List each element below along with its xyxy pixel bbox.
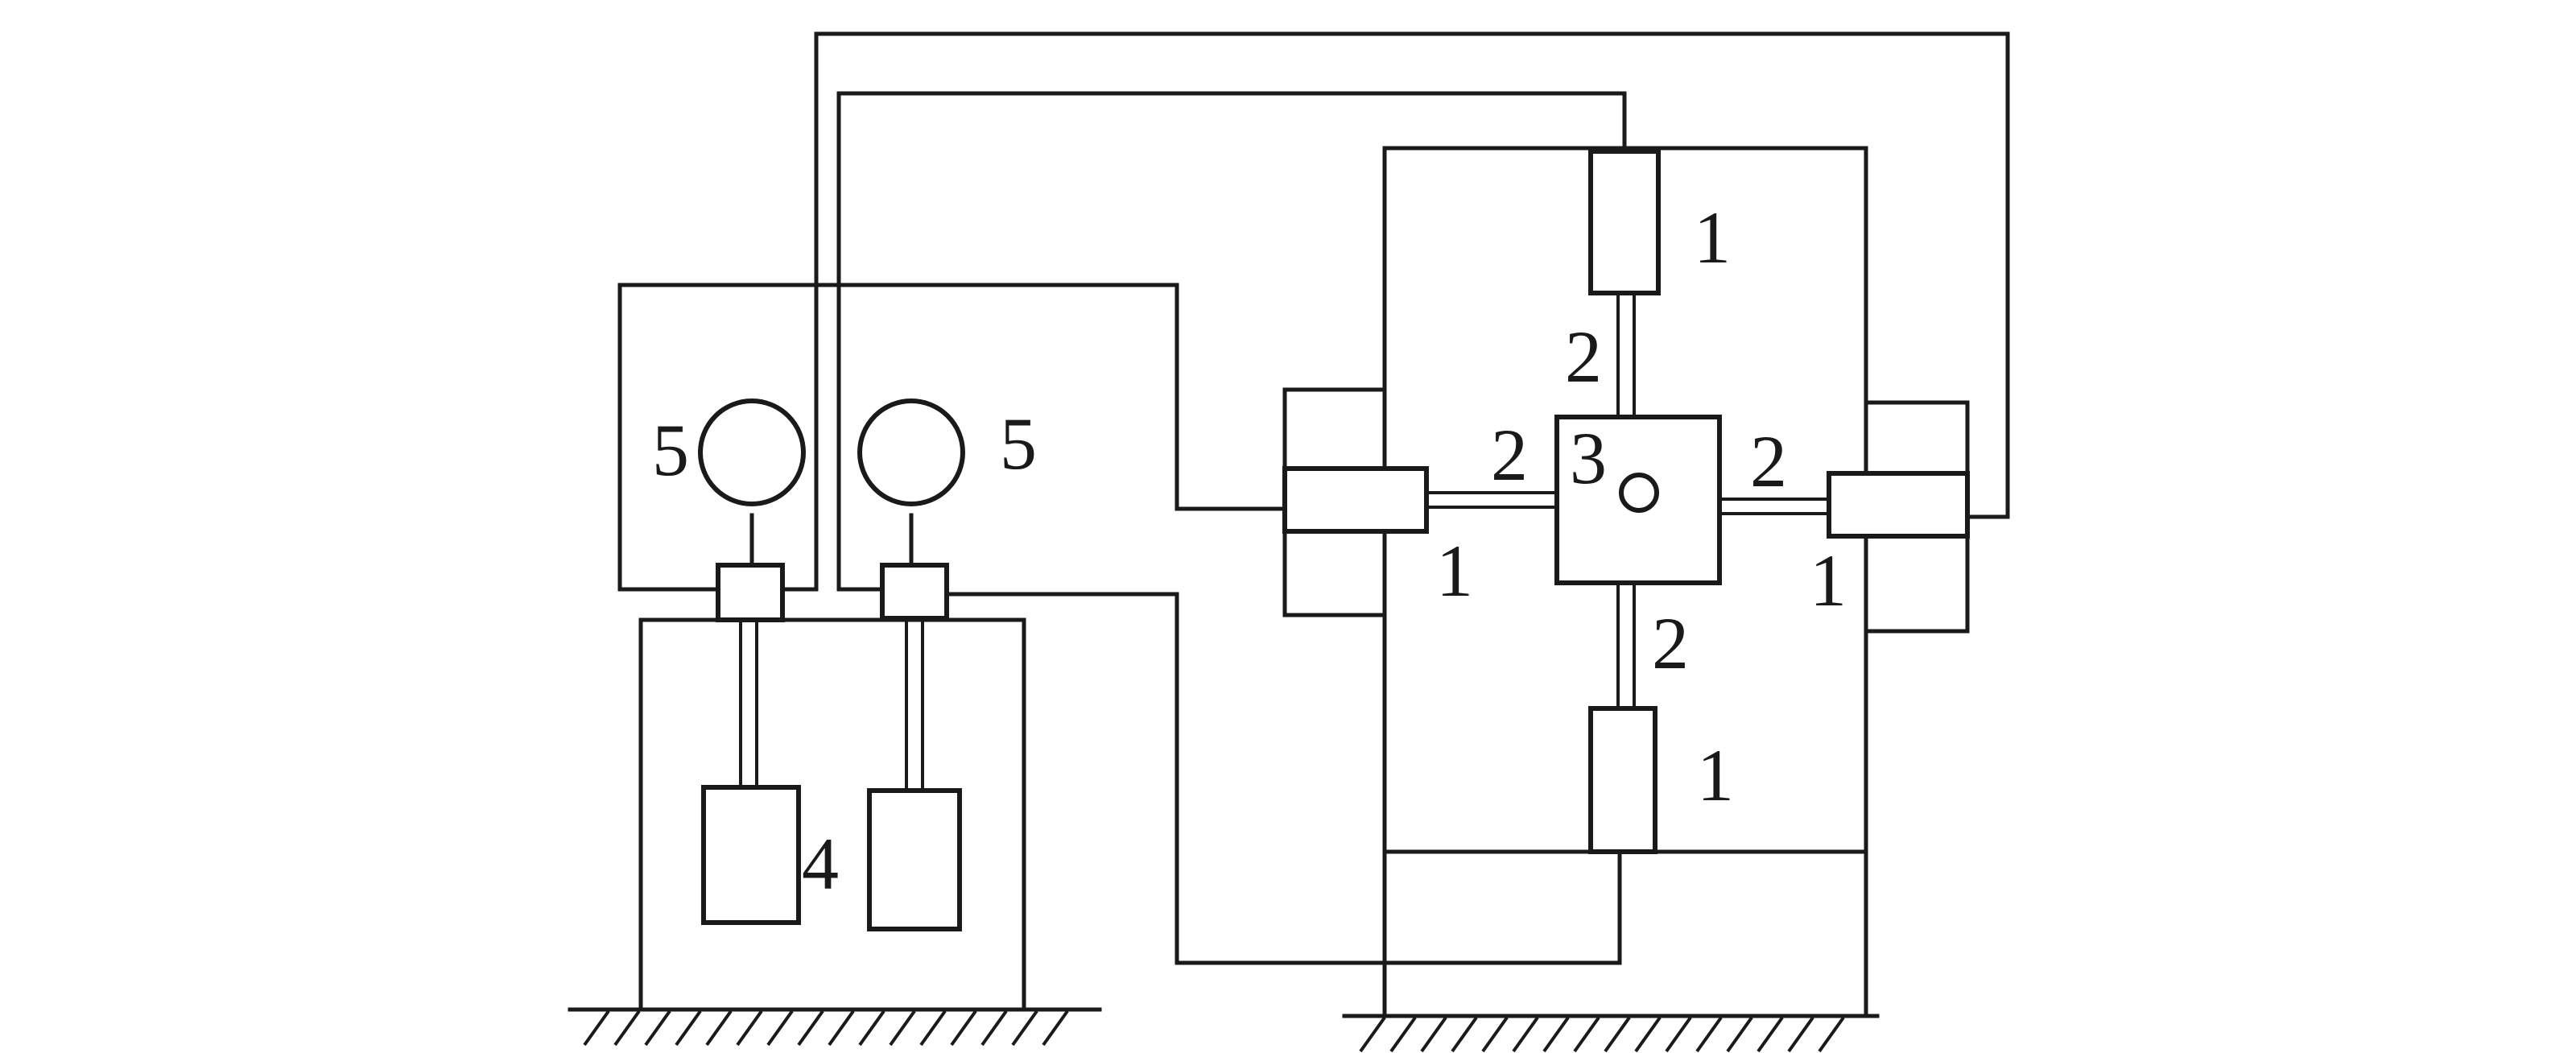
- ground-hatch-mark: [1512, 1016, 1539, 1053]
- line-right-block-to-top-actuator: [836, 91, 1627, 592]
- label-actuator-left: 1: [1436, 530, 1473, 612]
- ground-hatch-mark: [1420, 1016, 1447, 1053]
- ground-hatch-mark: [1818, 1016, 1845, 1053]
- ground-hatch-mark: [1634, 1016, 1662, 1053]
- pressure-gauge-left: [698, 398, 806, 506]
- ground-hatch-mark: [950, 1010, 977, 1047]
- pressure-gauge-right: [857, 398, 965, 506]
- valve-block-right: [880, 563, 949, 621]
- ground-hatch-mark: [889, 1010, 916, 1047]
- loading-frame: [1282, 146, 1970, 1018]
- labels: 1 1 1 1 2 2 2 2 3 4 5 5: [652, 196, 1847, 905]
- ground-hatch-mark: [705, 1010, 733, 1047]
- ground-hatch-mark: [1573, 1016, 1600, 1053]
- ground-hatch-mark: [1787, 1016, 1814, 1053]
- label-gauge-right: 5: [1000, 403, 1037, 485]
- line-right-block-to-bottom-actuator: [944, 592, 1622, 965]
- actuator-right: [1827, 471, 1970, 539]
- left-stand: [638, 398, 1026, 1012]
- hydraulic-lines: [617, 31, 2010, 965]
- ground-hatch-mark: [797, 1010, 824, 1047]
- ground-hatch-mark: [675, 1010, 702, 1047]
- actuator-bottom: [1588, 706, 1657, 854]
- weight-right: [867, 788, 962, 931]
- ground-hatch-mark: [1695, 1016, 1723, 1053]
- ground-hatch-mark: [736, 1010, 763, 1047]
- label-actuator-bottom: 1: [1697, 734, 1734, 816]
- ground-hatch-mark: [613, 1010, 641, 1047]
- ground-hatch-mark: [1726, 1016, 1753, 1053]
- ground-hatch-mark: [583, 1010, 610, 1047]
- ground-hatch-mark: [919, 1010, 947, 1047]
- ground-hatch-mark: [1359, 1016, 1386, 1053]
- ground-hatch-mark: [1042, 1010, 1069, 1047]
- ground-hatch-mark: [644, 1010, 671, 1047]
- specimen-hole-icon: [1619, 473, 1659, 513]
- label-actuator-top: 1: [1694, 196, 1731, 279]
- label-rod-top: 2: [1565, 316, 1602, 398]
- ground-hatch-mark: [766, 1010, 794, 1047]
- ground-left: [568, 1007, 1102, 1047]
- line-left-block-to-right-actuator: [775, 31, 2010, 592]
- ground-hatch-mark: [1481, 1016, 1509, 1053]
- line-left-block-to-left-actuator: [617, 283, 1287, 592]
- label-rod-right: 2: [1750, 420, 1787, 502]
- label-actuator-right: 1: [1810, 539, 1847, 621]
- left-stand-frame: [638, 617, 1026, 1012]
- ground-hatch-mark: [1542, 1016, 1570, 1053]
- valve-block-left: [716, 563, 785, 622]
- ground-hatch-mark: [1757, 1016, 1784, 1053]
- weight-left: [701, 785, 801, 925]
- ground-hatch-mark: [1451, 1016, 1478, 1053]
- label-specimen: 3: [1570, 417, 1607, 499]
- label-weight: 4: [802, 823, 839, 905]
- label-rod-left: 2: [1491, 414, 1528, 496]
- loading-frame-outline: [1382, 146, 1868, 1018]
- label-rod-bottom: 2: [1652, 602, 1689, 684]
- label-gauge-left: 5: [652, 409, 689, 491]
- ground-hatch-mark: [980, 1010, 1008, 1047]
- ground-hatch-mark: [858, 1010, 886, 1047]
- ground-hatch-mark: [1011, 1010, 1038, 1047]
- ground-right: [1342, 1014, 1880, 1053]
- ground-hatch-mark: [1389, 1016, 1417, 1053]
- ground-hatch-mark: [1604, 1016, 1631, 1053]
- actuator-top: [1588, 149, 1661, 295]
- ground-hatch-mark: [1665, 1016, 1692, 1053]
- actuator-left: [1282, 466, 1429, 534]
- ground-hatch-mark: [828, 1010, 855, 1047]
